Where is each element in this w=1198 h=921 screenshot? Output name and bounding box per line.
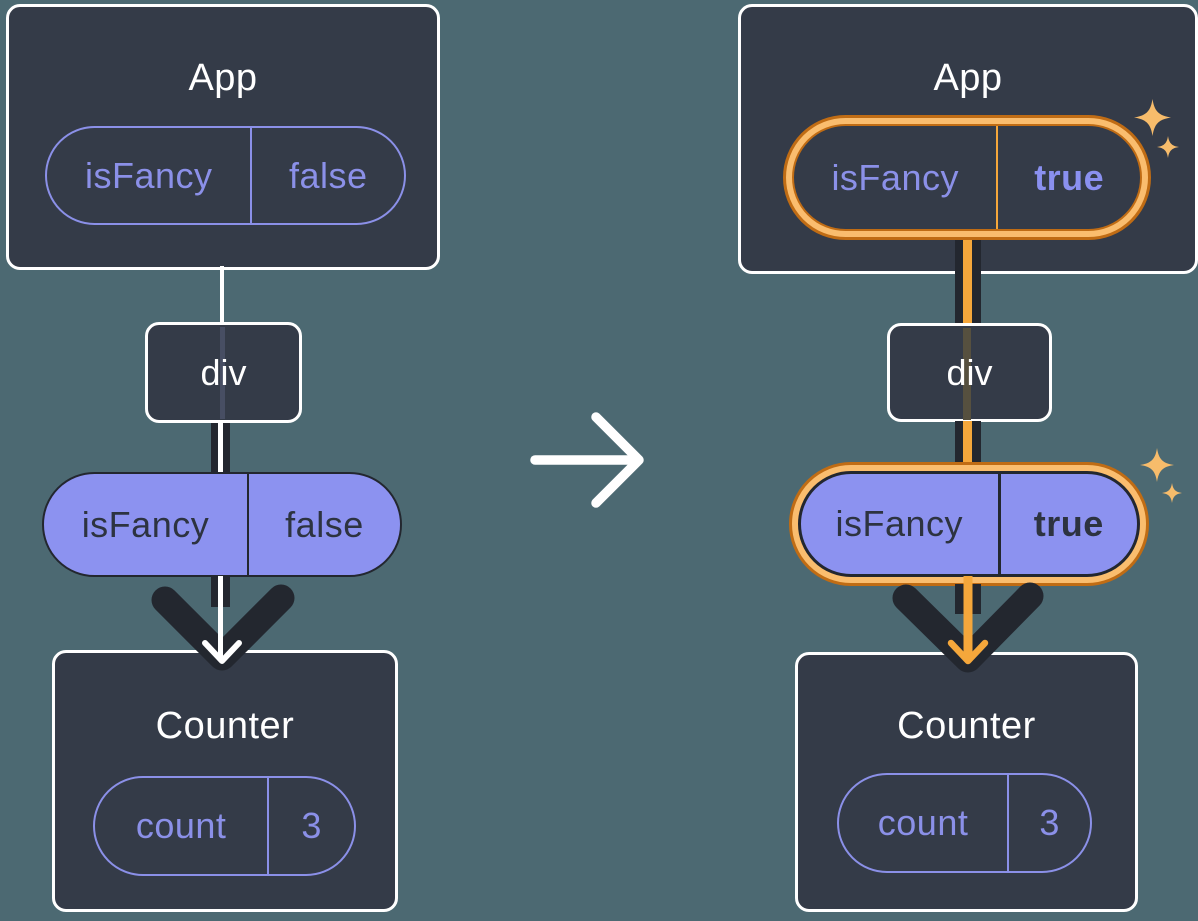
right-app-prop-pill-highlight-ring: isFancy true — [783, 115, 1151, 240]
left-div-box: div — [145, 322, 302, 423]
prop-name: isFancy — [47, 128, 253, 223]
left-counter-state-pill: count 3 — [93, 776, 356, 876]
state-name: count — [839, 775, 1010, 871]
state-value: 3 — [1039, 802, 1060, 843]
prop-name: isFancy — [44, 474, 249, 575]
left-counter-box: Counter count 3 — [52, 650, 398, 912]
right-div-to-pill-line — [963, 421, 972, 466]
right-div-label: div — [946, 351, 993, 393]
left-counter-title: Counter — [155, 705, 295, 747]
sparkle-icon — [1157, 136, 1179, 158]
right-passed-prop-pill: isFancy true — [798, 471, 1140, 577]
left-passed-prop-pill: isFancy false — [42, 472, 402, 577]
right-app-prop-pill: isFancy true — [792, 124, 1142, 231]
left-arrowhead-icon — [151, 576, 295, 671]
right-counter-title: Counter — [897, 705, 1036, 747]
right-div-pass-through-line — [963, 328, 971, 420]
right-arrowhead-icon — [892, 576, 1044, 673]
prop-value: false — [285, 503, 364, 545]
left-app-prop-pill: isFancy false — [45, 126, 406, 225]
left-div-pass-through-line — [220, 327, 225, 419]
left-div-to-pill-line — [218, 423, 223, 474]
left-div-label: div — [200, 351, 247, 393]
right-counter-state-pill: count 3 — [837, 773, 1092, 873]
prop-value: false — [288, 154, 368, 196]
state-value: 3 — [301, 805, 322, 846]
right-app-title: App — [933, 57, 1003, 99]
transition-arrow-icon — [530, 412, 644, 508]
right-counter-box: Counter count 3 — [795, 652, 1138, 912]
sparkle-icon — [1162, 483, 1182, 503]
prop-name: isFancy — [801, 474, 1001, 574]
right-div-box: div — [887, 323, 1052, 422]
left-app-title: App — [188, 57, 258, 99]
right-passed-prop-pill-highlight-ring: isFancy true — [789, 462, 1149, 586]
prop-value: true — [1033, 503, 1104, 544]
state-name: count — [95, 778, 270, 874]
left-app-box: App isFancy false — [6, 4, 440, 270]
prop-value: true — [1034, 156, 1105, 198]
sparkle-icon — [1140, 448, 1174, 482]
prop-name: isFancy — [794, 126, 999, 229]
right-app-to-div-line — [963, 230, 972, 326]
left-app-to-div-line — [220, 266, 224, 324]
sparkle-icon — [1134, 99, 1171, 136]
